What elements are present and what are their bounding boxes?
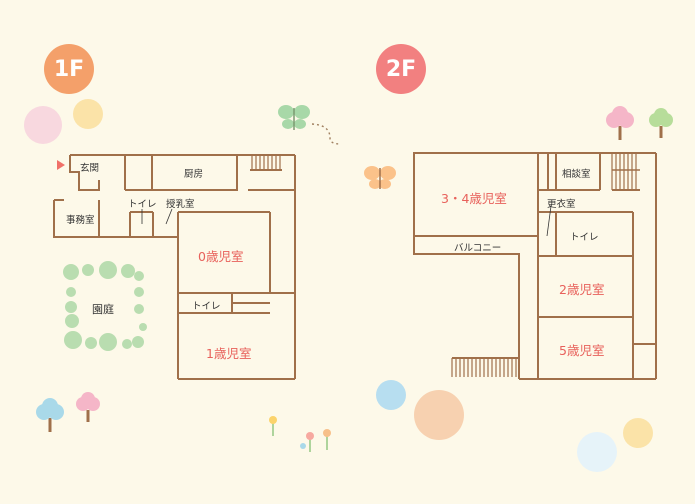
butterfly-icon: [278, 105, 310, 130]
garden-label: 園庭: [92, 303, 114, 316]
room-5-label: 5歳児室: [559, 343, 605, 358]
floor2-balcony-stairs: [451, 357, 519, 377]
tree-icon: [606, 106, 634, 140]
garden-circles: [63, 261, 147, 351]
entrance-arrow-icon: [57, 160, 65, 170]
nursing-room-label: 授乳室: [166, 199, 195, 210]
toilet-label: トイレ: [192, 301, 221, 312]
butterfly-icon: [364, 166, 396, 189]
flower-icon: [269, 416, 331, 452]
floor-1-badge: 1F: [44, 44, 94, 94]
tree-icon: [649, 108, 673, 138]
tree-icon: [76, 392, 100, 422]
floor1-walls: [53, 154, 296, 380]
room-1-label: 1歳児室: [206, 346, 252, 361]
room-2-label: 2歳児室: [559, 282, 605, 297]
floor-2-badge: 2F: [376, 44, 426, 94]
balcony-label: バルコニー: [454, 243, 502, 254]
decorative-circles: [24, 99, 653, 472]
toilet-label: トイレ: [570, 232, 599, 243]
consultation-room-label: 相談室: [562, 169, 591, 180]
tree-icon: [36, 398, 64, 432]
floor2-walls: [413, 152, 657, 380]
room-3-4-label: 3・4歳児室: [441, 191, 507, 206]
floor1-leader-lines: [141, 208, 173, 225]
floor2-stairs: [611, 153, 640, 191]
entrance-label: 玄関: [80, 163, 100, 174]
toilet-label: トイレ: [128, 199, 157, 210]
changing-room-label: 更衣室: [547, 199, 576, 210]
floor1-stairs: [250, 155, 282, 171]
kitchen-label: 厨房: [184, 169, 204, 180]
butterfly-trail: [311, 123, 341, 145]
floor2-leader-line: [546, 205, 552, 237]
office-label: 事務室: [66, 215, 95, 226]
room-0-label: 0歳児室: [198, 249, 244, 264]
